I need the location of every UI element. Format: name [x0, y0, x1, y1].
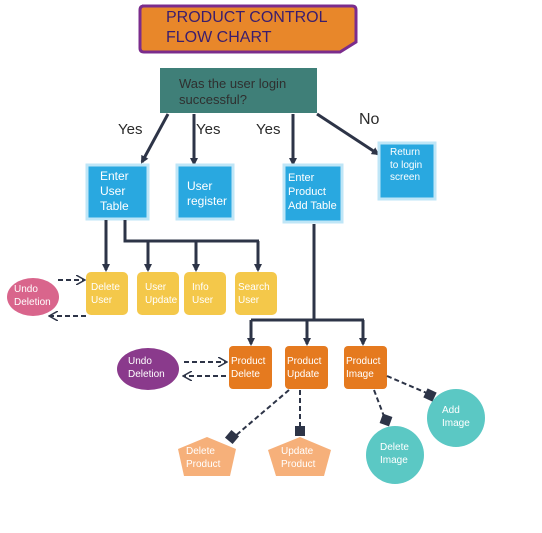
user-update-box: [137, 272, 179, 315]
product-delete-label: Product Delete: [231, 356, 265, 381]
enter-product-line2: Product: [288, 185, 326, 198]
user-register-box: [175, 163, 235, 221]
user-register-line2: register: [187, 194, 228, 208]
enter-user-table-label: Enter User Table: [100, 169, 129, 214]
user-update-label: User Update: [145, 282, 177, 307]
edge-label-no: No: [359, 111, 380, 128]
search-user-line2: User: [238, 294, 260, 306]
title-banner: [138, 4, 358, 54]
product-delete-line1: Product: [231, 356, 266, 367]
connector-end-add-image: [423, 388, 437, 402]
enter-user-table-box: [85, 163, 150, 221]
undo-deletion-product-label: Undo Deletion: [128, 356, 165, 381]
search-user-box: [235, 272, 277, 315]
product-update-box: [285, 346, 328, 389]
undo-deletion-user-line1: Undo: [14, 284, 38, 295]
edge-product-image-to-add-image: [386, 375, 430, 395]
delete-image-line2: Image: [380, 454, 408, 466]
return-login-box: [377, 141, 437, 201]
edge-yes-user-table: [140, 113, 170, 164]
product-update-line2: Update: [287, 368, 320, 380]
delete-user-label: Delete User: [91, 282, 120, 307]
add-image-line2: Image: [442, 417, 470, 429]
info-user-line1: Info: [192, 282, 209, 293]
user-update-line1: User: [145, 282, 167, 293]
product-delete-line2: Delete: [231, 368, 260, 380]
return-login-line1: Return: [390, 147, 421, 158]
enter-product-add-table-label: Enter Product Add Table: [288, 172, 337, 213]
undo-deletion-user-label: Undo Deletion: [14, 284, 51, 309]
decision-box: [160, 68, 317, 113]
enter-product-line3: Add Table: [288, 199, 337, 212]
user-register-line1: User: [187, 179, 213, 193]
delete-product-label: Delete Product: [186, 446, 220, 471]
delete-user-line1: Delete: [91, 282, 120, 293]
edge-label-yes-2: Yes: [196, 121, 221, 138]
delete-user-line2: User: [91, 294, 113, 306]
chart-title-line1: PRODUCT CONTROL: [166, 9, 328, 26]
chart-title-line2: FLOW CHART: [166, 29, 272, 46]
product-image-box: [344, 346, 387, 389]
connector-end-delete-product: [224, 429, 240, 445]
enter-user-table-line2: User: [100, 184, 126, 198]
edge-user-table-bus: [123, 220, 259, 243]
info-user-line2: User: [192, 294, 214, 306]
undo-deletion-user-line2: Deletion: [14, 296, 51, 308]
delete-product-line2: Product: [186, 458, 221, 470]
delete-user-box: [86, 272, 128, 315]
product-delete-box: [229, 346, 272, 389]
decision-line2: successful?: [179, 92, 247, 108]
update-product-label: Update Product: [281, 446, 315, 471]
search-user-line1: Search: [238, 282, 270, 293]
return-login-label: Return to login screen: [390, 147, 422, 185]
add-image-label: Add Image: [442, 405, 470, 430]
update-product-line2: Product: [281, 458, 316, 470]
delete-image-label: Delete Image: [380, 442, 409, 467]
delete-image-line1: Delete: [380, 442, 409, 453]
decision-text: Was the user login successful?: [179, 76, 286, 109]
undo-deletion-product-line2: Deletion: [128, 368, 165, 380]
search-user-label: Search User: [238, 282, 270, 307]
update-product-pentagon: [268, 437, 331, 476]
user-update-line2: Update: [145, 294, 178, 306]
return-login-line2: to login: [390, 159, 423, 171]
enter-user-table-line1: Enter: [100, 169, 129, 183]
edge-no-return: [316, 112, 380, 156]
delete-product-line1: Delete: [186, 446, 215, 457]
undo-deletion-product-line1: Undo: [128, 356, 152, 367]
product-update-label: Product Update: [287, 356, 321, 381]
add-image-circle: [427, 389, 485, 447]
info-user-box: [184, 272, 226, 315]
product-update-line1: Product: [287, 356, 322, 367]
chart-title: PRODUCT CONTROL FLOW CHART: [140, 4, 354, 52]
undo-deletion-user-ellipse: [7, 278, 59, 316]
connector-end-delete-image: [379, 413, 393, 427]
update-product-line1: Update: [281, 446, 314, 457]
product-image-label: Product Image: [346, 356, 380, 381]
product-image-line2: Image: [346, 368, 374, 380]
user-register-label: User register: [187, 179, 227, 209]
connector-end-update-product: [295, 426, 305, 436]
enter-product-add-table-box: [282, 163, 344, 224]
enter-product-line1: Enter: [288, 172, 315, 184]
undo-deletion-product-ellipse: [117, 348, 179, 390]
edge-product-update-to-delete-product: [233, 389, 290, 438]
product-image-line1: Product: [346, 356, 381, 367]
edge-label-yes-1: Yes: [118, 121, 143, 138]
decision-line1: Was the user login: [179, 76, 287, 91]
info-user-label: Info User: [192, 282, 213, 307]
add-image-line1: Add: [442, 405, 460, 416]
edge-label-yes-3: Yes: [256, 121, 281, 138]
delete-image-circle: [366, 426, 424, 484]
delete-product-pentagon: [178, 437, 236, 476]
return-login-line3: screen: [390, 172, 421, 183]
enter-user-table-line3: Table: [100, 199, 129, 213]
